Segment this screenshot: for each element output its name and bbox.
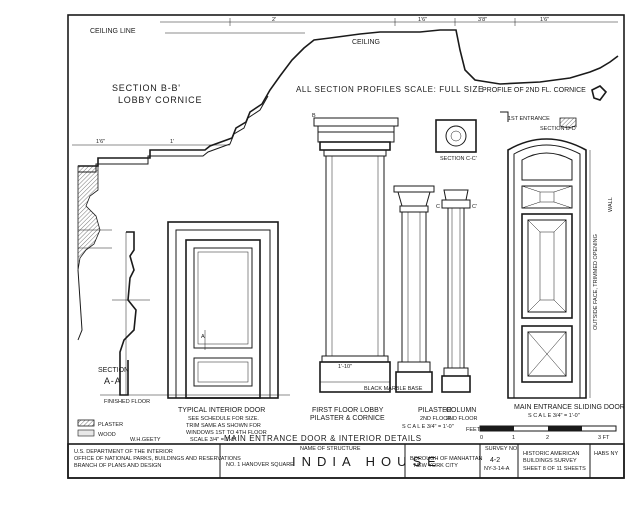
second-floor-column: SECTION C-C' C C' [435, 119, 477, 393]
left-wall-line [77, 269, 83, 341]
lobby-pilaster: B [312, 113, 399, 393]
second-floor-pilaster [393, 185, 435, 393]
ceiling-label: CEILING [352, 39, 380, 46]
sheet-title: MAIN ENTRANCE DOOR & INTERIOR DETAILS [224, 434, 422, 443]
section-bb-subtitle: LOBBY CORNICE [118, 95, 202, 105]
section-cc-label: SECTION C-C' [440, 156, 477, 162]
dim-top-2: 1'6" [418, 17, 427, 23]
dim-left-2: 1' [170, 139, 174, 145]
section-dd-profile [559, 117, 577, 129]
column-subtitle: 2ND FLOOR [446, 416, 478, 422]
dept-line-1: U.S. DEPARTMENT OF THE INTERIOR [74, 449, 173, 455]
legend-wood: WOOD [98, 432, 116, 438]
lobby-pilaster-title: FIRST FLOOR LOBBY [312, 407, 384, 414]
profile-cornice-label: PROFILE OF 2ND FL. CORNICE [482, 87, 586, 94]
typical-door-note-4: SCALE 3/4" = 1'-0" [190, 437, 236, 443]
scale-tick-2: 2 [546, 435, 549, 441]
second-floor-cornice-profile [591, 85, 608, 101]
location-line-2: NEW YORK CITY [414, 463, 458, 469]
plaster-swatch [77, 419, 95, 427]
scale-tick-3: 3 FT [598, 435, 610, 441]
habs-line-1: HISTORIC AMERICAN [523, 451, 579, 457]
graphic-scale: 0 1 2 3 FT FEET [466, 425, 617, 441]
typical-interior-door: A [167, 221, 279, 399]
lobby-pilaster-subtitle: PILASTER & CORNICE [310, 415, 385, 422]
entrance-label: 1ST ENTRANCE [508, 116, 550, 122]
section-bb-title: SECTION B-B' [112, 83, 181, 93]
svg-text:A: A [201, 334, 205, 340]
survey-caption: SURVEY NO. [485, 446, 519, 452]
survey-extra: NY-3-14-A [484, 466, 510, 472]
scale-tick-0: 0 [480, 435, 483, 441]
survey-number: 4-2 [490, 457, 500, 464]
cornice-inner-line [78, 95, 269, 173]
section-dd-label: SECTION D-D' [540, 126, 577, 132]
column-title: COLUMN [446, 407, 476, 414]
sliding-door-scale: S C A L E 3/4" = 1'-0" [528, 413, 580, 419]
ceiling-line: CEILING LINE CEILING [90, 28, 380, 46]
wood-swatch [77, 429, 95, 437]
finished-floor-label: FINISHED FLOOR [104, 399, 150, 405]
section-aa-subtitle: A-A [104, 376, 121, 386]
scale-tick-1: 1 [512, 435, 515, 441]
wall-label: WALL [608, 197, 614, 212]
pilaster-title: PILASTER [418, 407, 452, 414]
dept-line-2: OFFICE OF NATIONAL PARKS, BUILDINGS AND … [74, 456, 241, 462]
profiles-note: ALL SECTION PROFILES SCALE: FULL SIZE [296, 85, 484, 94]
legend-plaster: PLASTER [98, 422, 123, 428]
title-block: U.S. DEPARTMENT OF THE INTERIOR OFFICE O… [67, 443, 625, 479]
left-moulding-section [77, 165, 101, 271]
typical-door-note-2: TRIM SAME AS SHOWN FOR [186, 423, 261, 429]
sheet-ref: HABS NY [594, 451, 618, 457]
main-entrance-sliding-door [507, 138, 591, 399]
cornice-profile-bb [78, 29, 619, 167]
top-dimensions: 2' 1'6" 3'8" 1'6" [160, 17, 618, 26]
address: NO. 1 HANOVER SQUARE [226, 462, 294, 468]
ceiling-line-label: CEILING LINE [90, 28, 136, 35]
dim-top-1: 2' [272, 17, 276, 23]
sliding-door-title: MAIN ENTRANCE SLIDING DOOR [514, 404, 625, 411]
section-aa-profile: SECTION A-A [98, 231, 150, 396]
svg-text:B: B [312, 113, 316, 119]
typical-door-note-3: WINDOWS 1ST TO 4TH FLOOR [186, 430, 267, 436]
svg-text:C: C [436, 204, 440, 210]
section-aa-title: SECTION [98, 367, 129, 374]
structure-name: INDIA HOUSE [292, 454, 442, 469]
svg-text:C': C' [472, 204, 477, 210]
pilaster-scale: S C A L E 3/4" = 1'-0" [402, 424, 454, 430]
scale-feet-label: FEET [466, 427, 481, 433]
dept-line-3: BRANCH OF PLANS AND DESIGN [74, 463, 161, 469]
structure-caption: NAME OF STRUCTURE [300, 446, 361, 452]
pilaster-subtitle: 2ND FLOOR [420, 416, 452, 422]
dim-left-1: 1'6" [96, 139, 105, 145]
typical-door-note-1: SEE SCHEDULE FOR SIZE. [188, 416, 259, 422]
black-marble-base-label: BLACK MARBLE BASE [364, 386, 423, 392]
dim-top-3: 3'8" [478, 17, 487, 23]
svg-text:1'-10": 1'-10" [338, 364, 352, 370]
outside-face-label: OUTSIDE FACE, TRIMMED OPENING [593, 234, 599, 330]
location-line-1: BOROUGH OF MANHATTAN [410, 456, 483, 462]
material-legend: PLASTER WOOD W.H.GEETY [77, 419, 161, 443]
habs-line-2: BUILDINGS SURVEY [523, 458, 577, 464]
typical-door-title: TYPICAL INTERIOR DOOR [178, 407, 265, 414]
drawn-by: W.H.GEETY [130, 437, 161, 443]
sheet-info: SHEET 8 OF 11 SHEETS [523, 466, 586, 472]
dim-top-4: 1'6" [540, 17, 549, 23]
